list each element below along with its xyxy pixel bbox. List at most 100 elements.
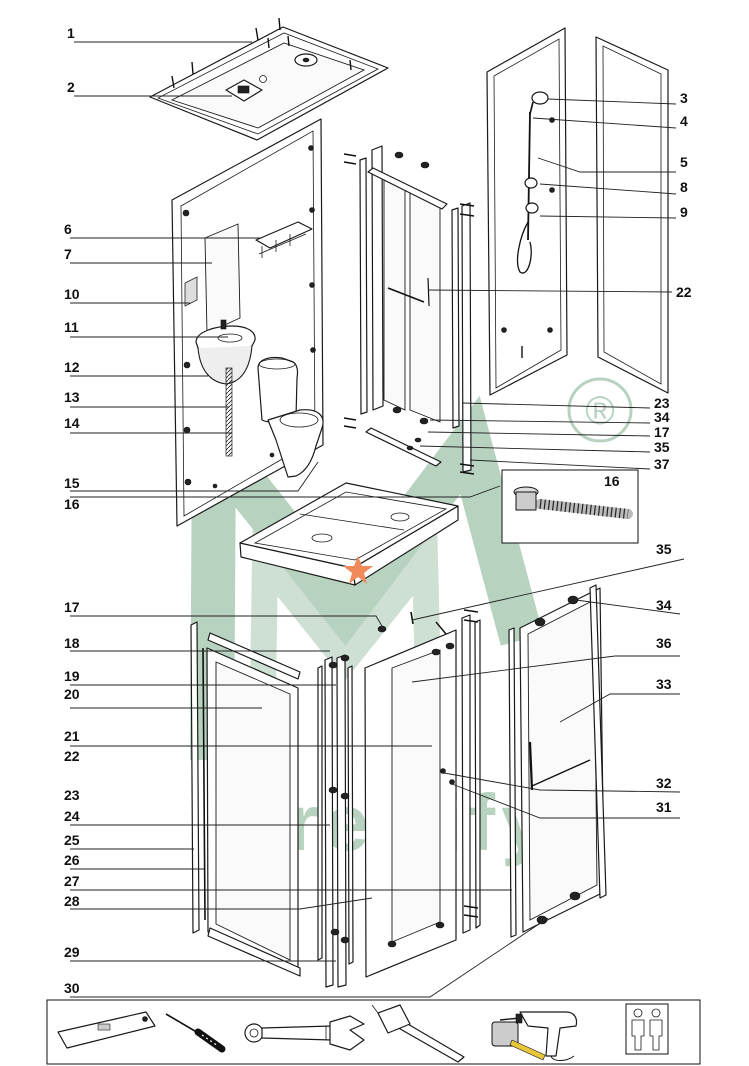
leader-4 [532, 117, 677, 129]
drill-cord [550, 1055, 575, 1061]
knob-17 [377, 625, 387, 633]
screw [191, 61, 194, 75]
hinge [569, 891, 581, 901]
drain-pipe [225, 367, 233, 457]
screw [343, 153, 357, 157]
callout-6: 6 [64, 221, 72, 237]
door-handle-vertical [528, 741, 534, 791]
callout-28: 28 [64, 893, 80, 909]
leader-33 [559, 693, 680, 723]
screw [435, 621, 447, 635]
callout-26: 26 [64, 852, 80, 868]
callout-10: 10 [64, 286, 80, 302]
back-right-wall-panel [486, 27, 568, 396]
shelf-rail [258, 233, 307, 255]
lower-screws [435, 609, 479, 918]
screw [463, 609, 479, 613]
shower-arm [529, 101, 534, 115]
ceiling-rim [157, 32, 379, 135]
tape-body [491, 1021, 519, 1047]
callouts-upper-left: 1 2 6 7 10 11 12 13 14 15 16 [64, 25, 80, 512]
frame-bottom-bar [365, 427, 442, 467]
callout-22-lower: 22 [64, 748, 80, 764]
two-installers-icon [625, 1003, 669, 1055]
electric-drill-icon [499, 1011, 578, 1061]
callout-32: 32 [656, 775, 672, 791]
star-mark [343, 556, 373, 584]
callout-22-upper: 22 [676, 284, 692, 300]
tools-row [46, 999, 701, 1065]
side-panel-outer [595, 36, 669, 394]
profile-right-edge [589, 584, 607, 899]
screw [278, 17, 281, 31]
door-rollers [392, 151, 430, 451]
callout-21: 21 [64, 728, 80, 744]
frame-profile-right-outer [461, 202, 472, 473]
wrench-jaw [329, 1015, 365, 1051]
screwdriver-handle [194, 1028, 226, 1053]
roller [419, 417, 429, 425]
callouts-lower-left: 17 18 19 20 21 22 23 24 25 26 27 28 29 3… [64, 599, 80, 996]
leader-15 [70, 461, 319, 492]
drain-body [515, 491, 537, 511]
shower-wall-inner [493, 38, 562, 389]
screwdriver-icon [165, 1013, 226, 1053]
screwdriver-shaft [165, 1013, 201, 1035]
hinged-door-glass [527, 599, 598, 921]
screw [459, 213, 475, 217]
screw [287, 35, 290, 47]
callout-2: 2 [67, 79, 75, 95]
fastener [309, 207, 315, 213]
leader-8 [539, 183, 677, 195]
leader-22-upper [427, 289, 673, 293]
fastener [501, 327, 507, 333]
ceiling-panel [149, 17, 389, 141]
ceiling-tray [170, 42, 366, 129]
screw [463, 914, 479, 918]
hinged-door-33 [519, 587, 605, 933]
tape-blade [509, 1039, 546, 1061]
screw-35 [410, 611, 414, 625]
profile-19b [347, 665, 354, 965]
profile-26 [202, 647, 206, 921]
leader-32 [443, 772, 681, 793]
right-side-glass-panel [595, 36, 669, 394]
frame-top-bar [367, 167, 448, 210]
door-roller [387, 940, 397, 948]
drill-body [519, 1011, 578, 1057]
roller [394, 151, 404, 159]
callout-34-lower: 34 [656, 597, 672, 613]
callout-14: 14 [64, 415, 80, 431]
screw [463, 905, 479, 909]
callout-29: 29 [64, 944, 80, 960]
screw [343, 417, 357, 421]
fastener [310, 347, 316, 353]
screw [349, 59, 352, 71]
lower-enclosure [190, 584, 607, 988]
frame-profile-right [451, 207, 460, 429]
hinge [536, 915, 548, 925]
leader-34-lower [575, 599, 681, 615]
fastener [549, 187, 555, 193]
callout-30: 30 [64, 980, 80, 996]
fitting-31 [449, 779, 455, 785]
leader-23-upper [461, 402, 651, 409]
hammer-head [377, 1004, 411, 1034]
profile-27 [508, 627, 517, 938]
toilet [257, 356, 324, 478]
screw [459, 203, 475, 207]
leader-lines [70, 41, 685, 998]
callout-23-upper: 23 [654, 395, 670, 411]
callout-35-upper: 35 [654, 439, 670, 455]
fastener [269, 452, 275, 458]
callout-12: 12 [64, 359, 80, 375]
fitting-32 [440, 768, 446, 774]
wrench-hole [249, 1028, 259, 1038]
profile-25 [190, 621, 200, 934]
callout-5: 5 [680, 154, 688, 170]
roller [392, 406, 402, 414]
fastener [184, 478, 192, 486]
registered-mark-circle [567, 377, 633, 443]
fastener [183, 426, 191, 434]
tray-drain-right [390, 512, 410, 522]
